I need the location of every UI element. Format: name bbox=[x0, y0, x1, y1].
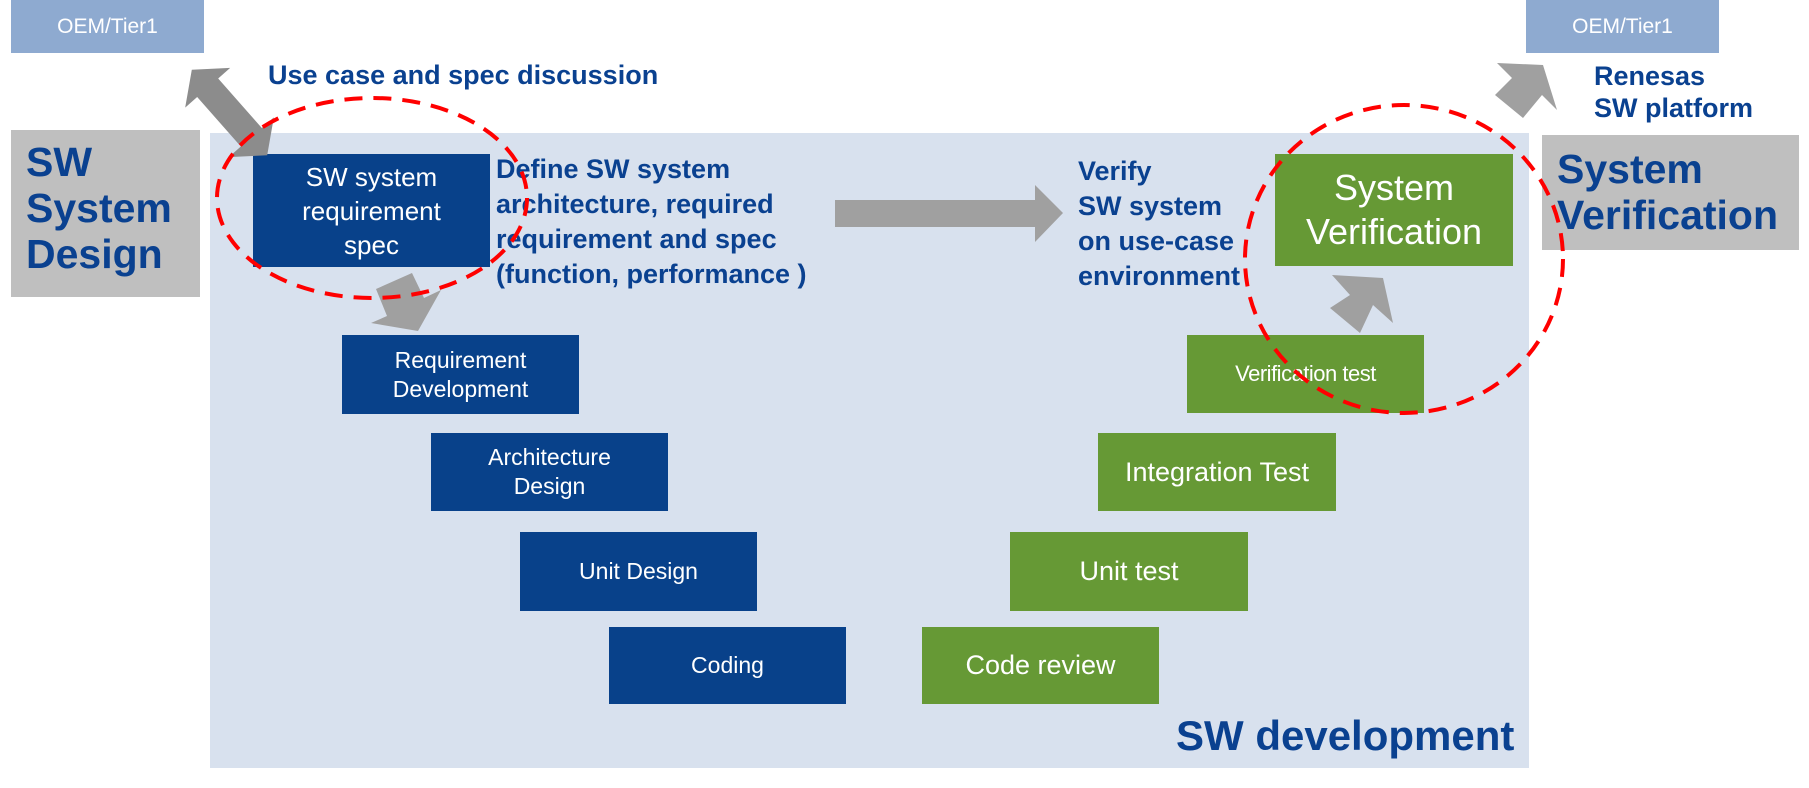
up-right-arrow-icon bbox=[1495, 63, 1557, 118]
integration-test-box: Integration Test bbox=[1098, 433, 1336, 511]
right-arrow-icon bbox=[835, 185, 1063, 242]
verify-system-label: Verify SW system on use-case environment bbox=[1078, 156, 1241, 291]
sw-development-label: SW development bbox=[1176, 712, 1515, 759]
design-highlight-ellipse bbox=[215, 96, 529, 300]
oem-tier1-right: OEM/Tier1 bbox=[1526, 0, 1719, 53]
coding-box: Coding bbox=[609, 627, 846, 704]
unit-design-box: Unit Design bbox=[520, 532, 757, 611]
system-verification-box: System Verification bbox=[1275, 154, 1513, 266]
code-review-box: Code review bbox=[922, 627, 1159, 704]
down-arrow-icon bbox=[371, 273, 441, 331]
renesas-platform-label: Renesas SW platform bbox=[1594, 61, 1753, 123]
unit-test-box: Unit test bbox=[1010, 532, 1248, 611]
requirement-development-box: Requirement Development bbox=[342, 335, 579, 414]
sw-system-requirement-spec-box: SW system requirement spec bbox=[253, 154, 490, 267]
verification-test-box: Verification test bbox=[1187, 335, 1424, 413]
define-architecture-label: Define SW system architecture, required … bbox=[496, 154, 807, 289]
architecture-design-box: Architecture Design bbox=[431, 433, 668, 511]
up-arrow-icon bbox=[1330, 275, 1393, 333]
use-case-discussion-label: Use case and spec discussion bbox=[268, 60, 659, 90]
verification-highlight-ellipse bbox=[1243, 103, 1565, 415]
oem-tier1-left-label: OEM/Tier1 bbox=[57, 14, 158, 38]
system-verification-phase: System Verification bbox=[1542, 135, 1799, 250]
oem-tier1-left: OEM/Tier1 bbox=[11, 0, 204, 53]
sw-system-design-phase: SW System Design bbox=[11, 130, 200, 297]
oem-tier1-right-label: OEM/Tier1 bbox=[1572, 14, 1673, 38]
